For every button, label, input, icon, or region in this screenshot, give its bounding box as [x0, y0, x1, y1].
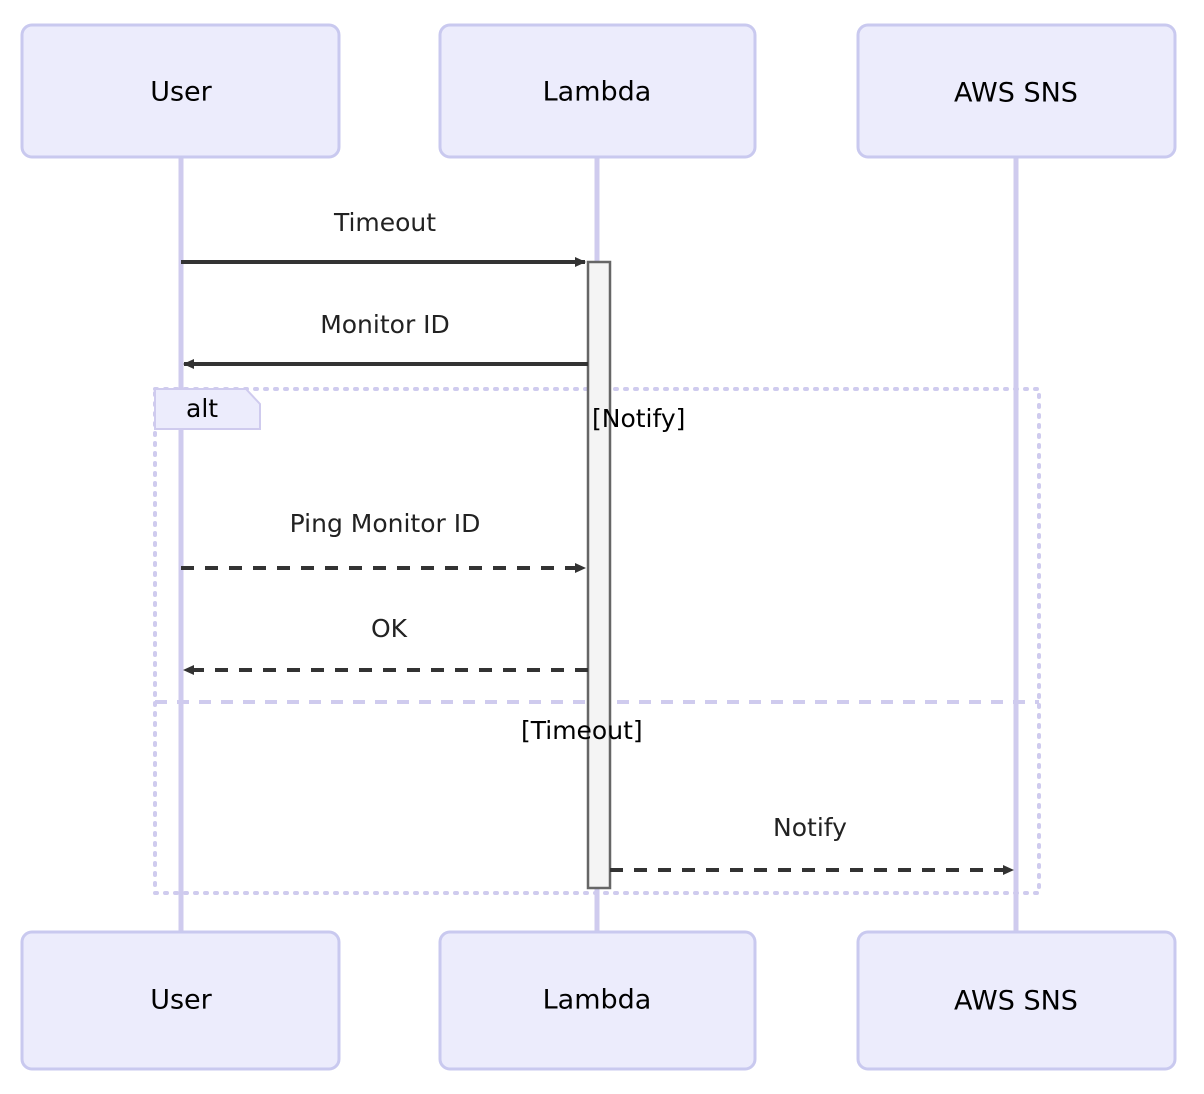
actor-box-lambda-bottom[interactable] — [438, 930, 757, 1071]
message-monitor-id[interactable]: Monitor ID — [183, 310, 588, 369]
message-label-timeout: Timeout — [333, 208, 436, 237]
condition-label-notify: [Notify] — [592, 404, 685, 433]
message-timeout[interactable]: Timeout — [181, 208, 586, 267]
actor-label-lambda-top: Lambda — [543, 77, 652, 108]
alt-label-text: alt — [186, 394, 218, 423]
actor-box-aws-sns-top[interactable] — [856, 23, 1177, 159]
message-label-ping-monitor-id: Ping Monitor ID — [290, 509, 481, 538]
actor-label-aws-sns-top: AWS SNS — [954, 78, 1078, 109]
activation-bar-lambda — [586, 260, 612, 890]
message-label-notify: Notify — [773, 813, 847, 842]
message-notify[interactable]: Notify — [610, 813, 1014, 875]
actor-box-aws-sns-bottom[interactable] — [856, 930, 1177, 1071]
actor-boxes-top: User Lambda AWS SNS — [20, 23, 1177, 159]
actor-box-lambda-top[interactable] — [438, 23, 757, 159]
message-label-ok: OK — [371, 614, 408, 643]
message-ping-monitor-id[interactable]: Ping Monitor ID — [181, 509, 586, 573]
message-ok[interactable]: OK — [183, 614, 588, 675]
message-label-monitor-id: Monitor ID — [320, 310, 450, 339]
condition-label-timeout: [Timeout] — [521, 716, 643, 745]
alt-label-box — [154, 388, 261, 430]
actor-boxes-bottom: User Lambda AWS SNS — [20, 930, 1177, 1071]
actor-label-user-top: User — [150, 77, 212, 108]
actor-box-user-bottom[interactable] — [20, 930, 341, 1071]
actor-label-user-bottom: User — [150, 985, 212, 1016]
actor-label-lambda-bottom: Lambda — [543, 985, 652, 1016]
actor-label-aws-sns-bottom: AWS SNS — [954, 986, 1078, 1017]
actor-box-user-top[interactable] — [20, 23, 341, 159]
